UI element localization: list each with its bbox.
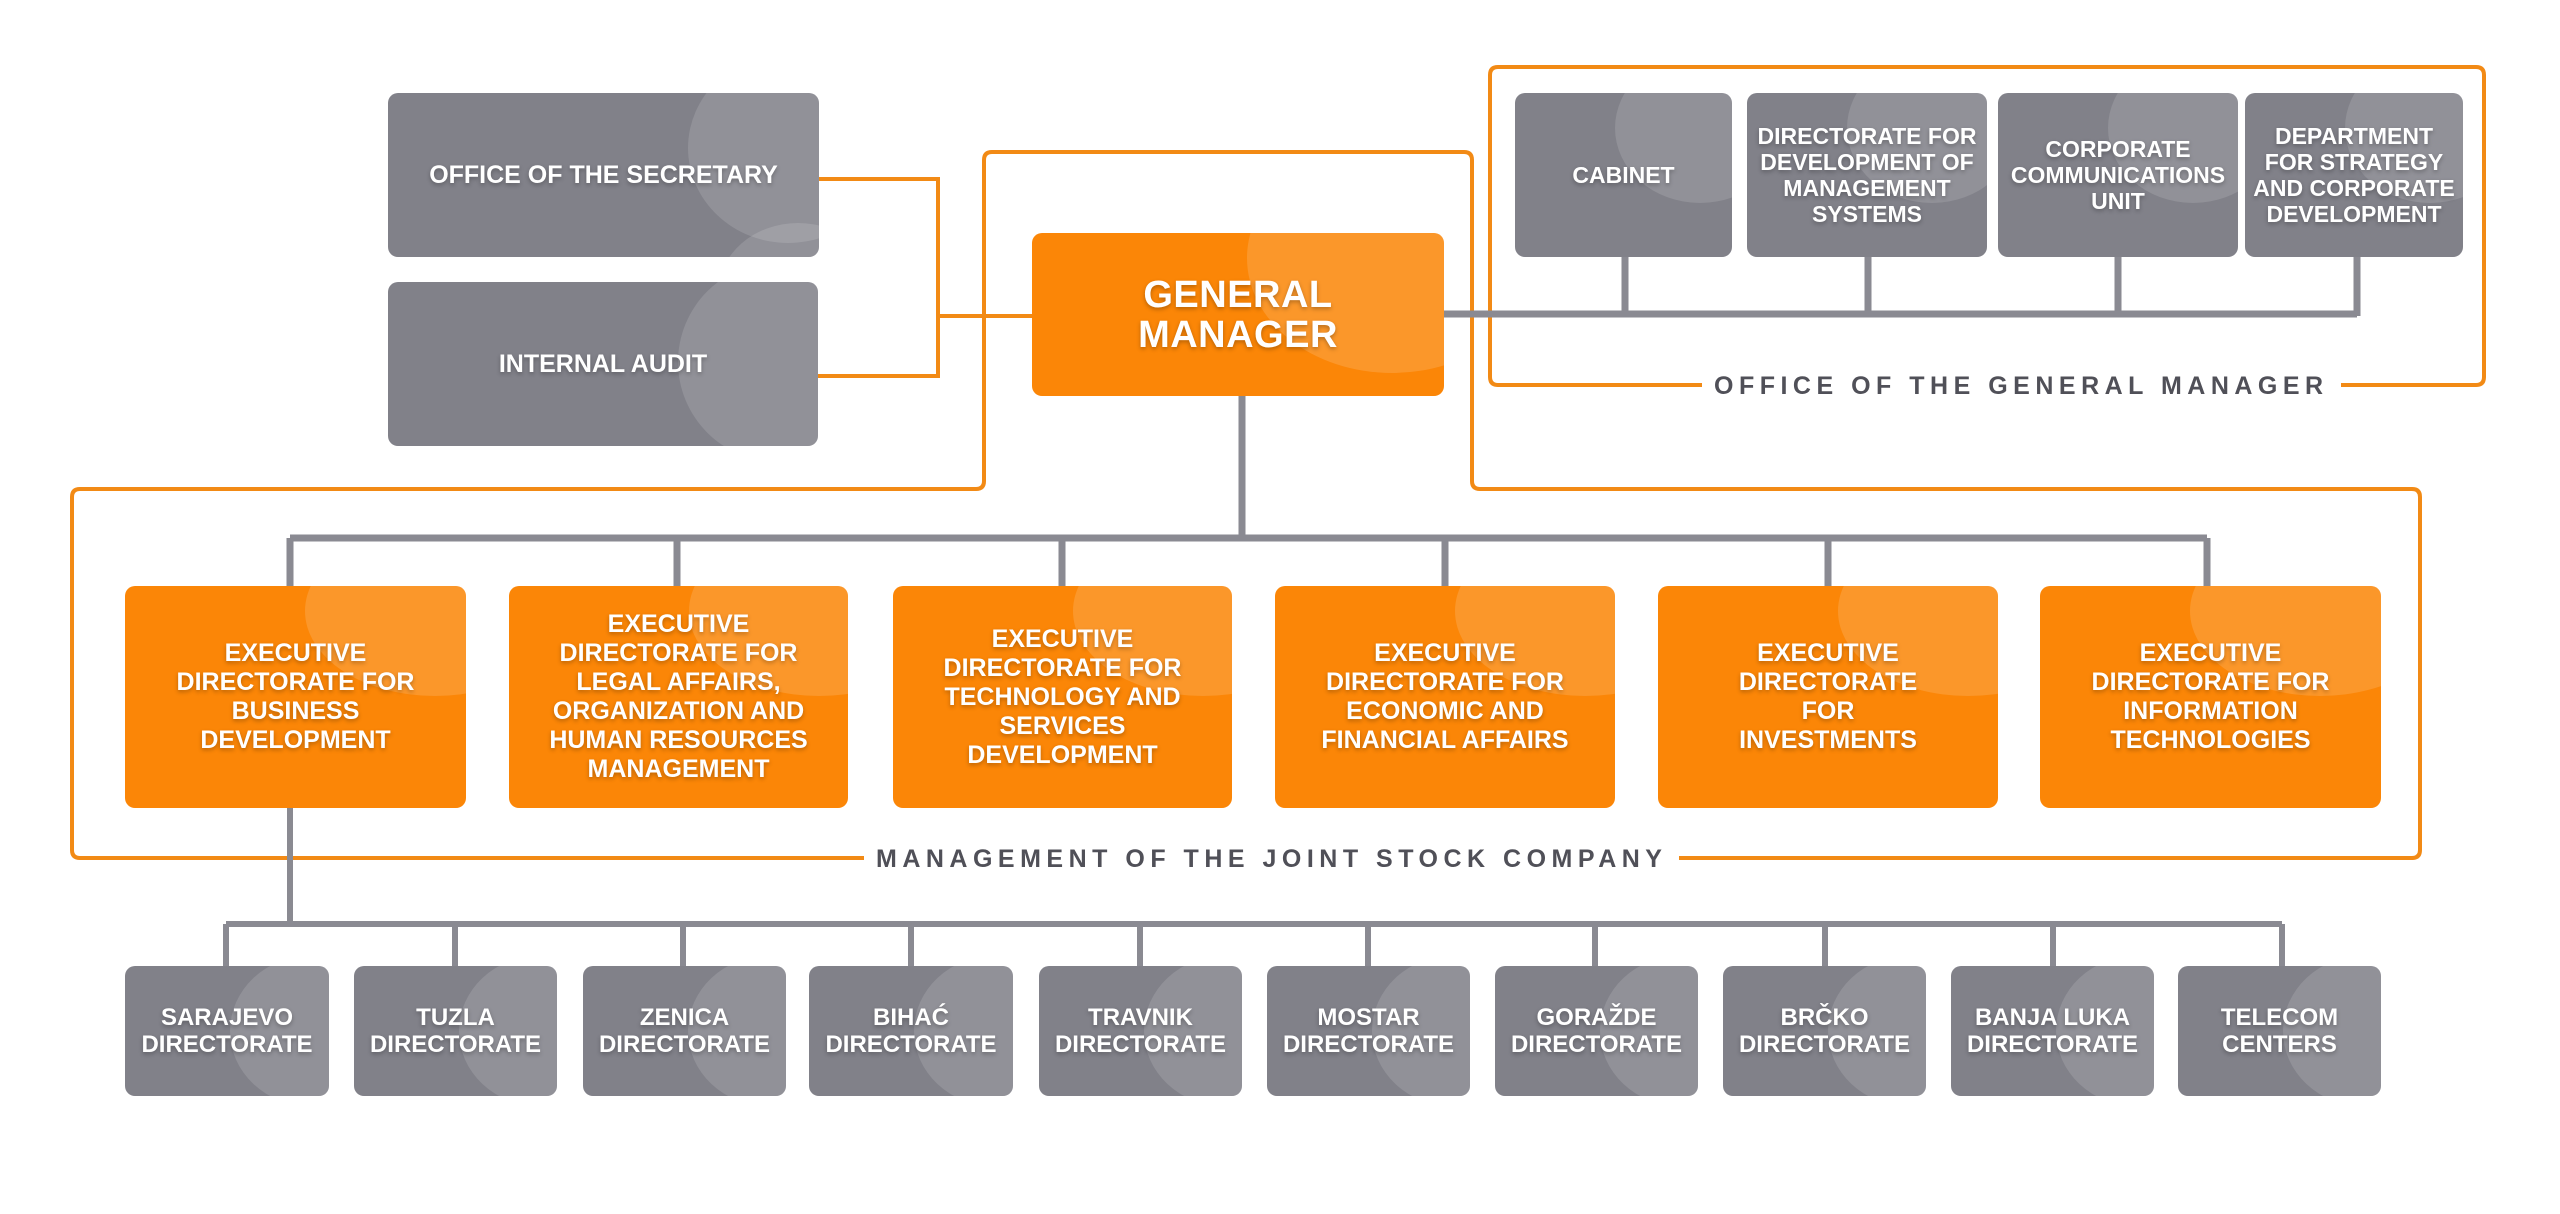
regional-directorate-label: BIHAĆ DIRECTORATE <box>825 1004 997 1058</box>
office-of-the-secretary-label: OFFICE OF THE SECRETARY <box>429 161 778 189</box>
regional-directorate[interactable]: GORAŽDE DIRECTORATE <box>1495 966 1698 1096</box>
executive-directorate-investments[interactable]: EXECUTIVE DIRECTORATE FOR INVESTMENTS <box>1658 586 1998 808</box>
office-gm-group-label: OFFICE OF THE GENERAL MANAGER <box>1702 372 2341 401</box>
executive-directorate-label: EXECUTIVE DIRECTORATE FOR TECHNOLOGY AND… <box>943 624 1182 769</box>
office-unit-management-systems[interactable]: DIRECTORATE FOR DEVELOPMENT OF MANAGEMEN… <box>1747 93 1987 257</box>
executive-directorate-label: EXECUTIVE DIRECTORATE FOR INFORMATION TE… <box>2091 639 2330 754</box>
regional-directorate-label: GORAŽDE DIRECTORATE <box>1510 1004 1683 1058</box>
regional-directorate[interactable]: MOSTAR DIRECTORATE <box>1267 966 1470 1096</box>
regional-directorate[interactable]: BIHAĆ DIRECTORATE <box>809 966 1013 1096</box>
side-units-connector <box>818 177 1032 378</box>
management-group-label: MANAGEMENT OF THE JOINT STOCK COMPANY <box>864 845 1680 874</box>
executive-directorate-information-technologies[interactable]: EXECUTIVE DIRECTORATE FOR INFORMATION TE… <box>2040 586 2381 808</box>
executive-directorate-business-development[interactable]: EXECUTIVE DIRECTORATE FOR BUSINESS DEVEL… <box>125 586 466 808</box>
regional-directorate[interactable]: TRAVNIK DIRECTORATE <box>1039 966 1242 1096</box>
regional-directorate[interactable]: ZENICA DIRECTORATE <box>583 966 786 1096</box>
regional-directorate[interactable]: TELECOM CENTERS <box>2178 966 2381 1096</box>
regional-directorate-label: BANJA LUKA DIRECTORATE <box>1966 1004 2139 1058</box>
regional-directorate-label: BRČKO DIRECTORATE <box>1738 1004 1911 1058</box>
regional-directorate-label: MOSTAR DIRECTORATE <box>1282 1004 1455 1058</box>
executive-directorate-legal-hr[interactable]: EXECUTIVE DIRECTORATE FOR LEGAL AFFAIRS,… <box>509 586 848 808</box>
internal-audit-label: INTERNAL AUDIT <box>498 350 708 378</box>
office-unit-label: DEPARTMENT FOR STRATEGY AND CORPORATE DE… <box>2253 123 2455 227</box>
executive-directorate-label: EXECUTIVE DIRECTORATE FOR INVESTMENTS <box>1738 639 1918 754</box>
office-unit-cabinet[interactable]: CABINET <box>1515 93 1732 257</box>
regional-directorate-label: SARAJEVO DIRECTORATE <box>141 1004 313 1058</box>
office-unit-label: DIRECTORATE FOR DEVELOPMENT OF MANAGEMEN… <box>1757 123 1977 227</box>
regional-directorate-label: TELECOM CENTERS <box>2220 1004 2339 1058</box>
gm-to-office-connector <box>1444 256 2361 318</box>
gm-to-executives-connector <box>286 396 2211 587</box>
executive-directorate-label: EXECUTIVE DIRECTORATE FOR BUSINESS DEVEL… <box>176 639 415 754</box>
executive-directorate-label: EXECUTIVE DIRECTORATE FOR ECONOMIC AND F… <box>1321 639 1569 754</box>
regional-connector <box>223 808 2285 968</box>
regional-directorate[interactable]: BANJA LUKA DIRECTORATE <box>1951 966 2154 1096</box>
regional-directorate-label: TRAVNIK DIRECTORATE <box>1054 1004 1227 1058</box>
management-group-border <box>70 150 2422 860</box>
office-gm-group-border <box>1488 65 2486 387</box>
internal-audit-box[interactable]: INTERNAL AUDIT <box>388 282 818 446</box>
regional-directorate[interactable]: BRČKO DIRECTORATE <box>1723 966 1926 1096</box>
executive-directorate-technology-services[interactable]: EXECUTIVE DIRECTORATE FOR TECHNOLOGY AND… <box>893 586 1232 808</box>
general-manager-label: GENERAL MANAGER <box>1138 273 1338 356</box>
office-unit-strategy[interactable]: DEPARTMENT FOR STRATEGY AND CORPORATE DE… <box>2245 93 2463 257</box>
regional-directorate[interactable]: SARAJEVO DIRECTORATE <box>125 966 329 1096</box>
executive-directorate-economic-financial[interactable]: EXECUTIVE DIRECTORATE FOR ECONOMIC AND F… <box>1275 586 1615 808</box>
executive-directorate-label: EXECUTIVE DIRECTORATE FOR LEGAL AFFAIRS,… <box>549 610 808 783</box>
office-of-the-secretary-box[interactable]: OFFICE OF THE SECRETARY <box>388 93 819 257</box>
office-unit-corporate-communications[interactable]: CORPORATE COMMUNICATIONS UNIT <box>1998 93 2238 257</box>
regional-directorate-label: ZENICA DIRECTORATE <box>598 1004 771 1058</box>
office-unit-label: CABINET <box>1572 162 1675 188</box>
regional-directorate[interactable]: TUZLA DIRECTORATE <box>354 966 557 1096</box>
regional-directorate-label: TUZLA DIRECTORATE <box>369 1004 542 1058</box>
general-manager-box[interactable]: GENERAL MANAGER <box>1032 233 1444 396</box>
office-unit-label: CORPORATE COMMUNICATIONS UNIT <box>2010 136 2226 214</box>
